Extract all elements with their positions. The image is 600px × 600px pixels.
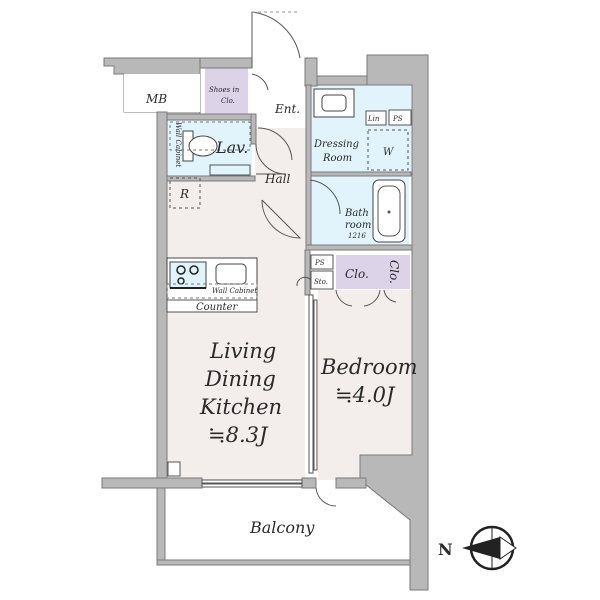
label-ps-mid: PS: [314, 259, 325, 267]
label-ldk-1: Living: [209, 339, 276, 363]
label-balcony: Balcony: [249, 518, 315, 537]
label-lavatory: Lav.: [215, 138, 248, 157]
label-linen: Lin: [367, 115, 380, 123]
closet-floor-2: [382, 255, 410, 289]
wall-bottom-right: [335, 477, 367, 489]
label-bath-2: room: [345, 220, 371, 231]
compass-n-label: N: [438, 540, 453, 559]
label-bath-size: 1216: [348, 232, 366, 240]
wall-lav-top: [166, 113, 253, 121]
toilet: [182, 130, 218, 162]
label-bath-1: Bath: [344, 208, 369, 219]
label-washer: W: [383, 147, 394, 158]
wall-ldk-bedroom: [304, 249, 311, 296]
label-wall-cabinet-kitchen: Wall Cabinet: [212, 287, 257, 295]
wall-bottom-mid: [301, 477, 317, 489]
entrance-door: [251, 11, 301, 68]
closet-door-b: [363, 289, 381, 307]
wall-lav-bottom: [166, 175, 256, 182]
closet-door-a: [335, 289, 353, 307]
label-shoes-1: Shoes in: [209, 86, 240, 94]
label-ldk-3: Kitchen: [199, 395, 282, 419]
label-mb: MB: [145, 92, 167, 106]
counter-strip: [166, 299, 258, 313]
ps-mid-box: [310, 254, 334, 270]
doors: [251, 11, 397, 507]
closet-floor-1: [336, 255, 382, 289]
compass-needle: [462, 537, 510, 559]
label-wall-cabinet-left: Wall Cabinet: [174, 122, 182, 167]
lav-counter: [209, 164, 251, 176]
fixtures: [166, 88, 412, 477]
wall-lav-right: [250, 113, 257, 145]
closet-door-c: [383, 289, 397, 303]
shoes-closet-floor: [205, 68, 248, 118]
label-bedroom: Bedroom: [320, 355, 418, 379]
vent-box: [167, 461, 181, 477]
shoes-door: [251, 73, 269, 91]
balcony-rail: [156, 559, 411, 566]
wall-top-shoes: [199, 57, 253, 69]
lav-door: [255, 143, 287, 175]
washer-space: [367, 129, 409, 171]
sliding-doors: [201, 294, 318, 488]
ps-top-box: [388, 109, 412, 126]
linen-box: [365, 110, 387, 126]
label-shoes-2: Clo.: [221, 97, 235, 105]
label-closet-1: Clo.: [345, 267, 369, 281]
balcony-door: [315, 487, 337, 507]
label-counter: Counter: [196, 302, 238, 313]
entrance-floor: [252, 68, 308, 124]
balcony-left: [156, 487, 166, 565]
walls: [101, 54, 429, 591]
wall-center: [305, 84, 312, 248]
label-ldk-2: Dining: [204, 367, 276, 391]
label-bedroom-size: ≒4.0J: [335, 383, 396, 407]
label-entrance: Ent.: [274, 102, 300, 116]
hall-floor: [255, 128, 310, 243]
label-refrigerator: R: [179, 187, 189, 201]
label-closet-2: Clo.: [387, 260, 401, 284]
compass-rose: N: [438, 525, 517, 571]
wall-left: [156, 111, 168, 481]
label-storage: Sto.: [314, 278, 328, 286]
dressing-door: [309, 179, 341, 215]
bedroom-floor: [318, 290, 412, 480]
label-hall: Hall: [264, 172, 290, 186]
ldk-door: [261, 199, 302, 239]
wall-bath-bottom: [305, 244, 413, 251]
wall-top-right: [304, 57, 318, 87]
kitchen-counter: [166, 257, 258, 301]
washbasin: [313, 88, 355, 118]
wall-bath-top: [310, 171, 412, 177]
label-dressing-1: Dressing: [313, 139, 359, 150]
bathtub: [372, 179, 406, 243]
label-dressing-2: Room: [322, 153, 352, 164]
label-ldk-size: ≒8.3J: [208, 423, 269, 447]
wall-bottom-left: [101, 477, 203, 489]
hall-door-top: [257, 127, 293, 161]
labels: MB Shoes in Clo. Ent. Lav. Wall Cabinet …: [145, 86, 418, 537]
wall-dressing-top: [316, 75, 368, 86]
refrigerator: [169, 177, 201, 209]
label-ps-top: PS: [392, 115, 403, 123]
